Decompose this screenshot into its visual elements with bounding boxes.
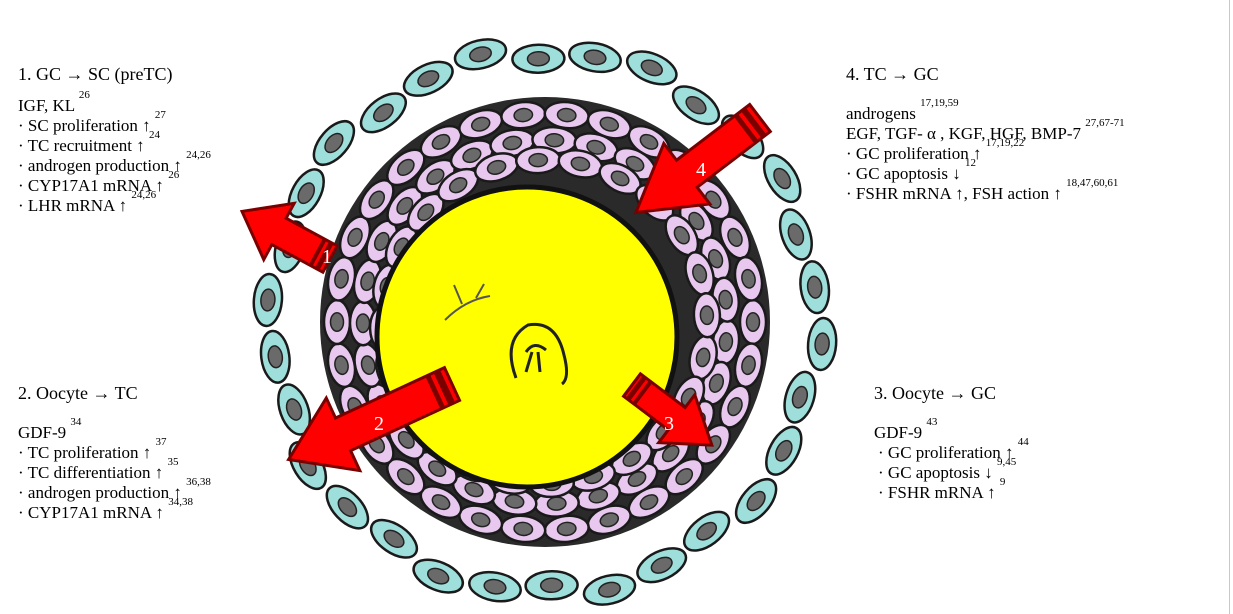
block-oocyte-to-gc: 3. Oocyte → GC GDF-9 43 · GC proliferati… — [874, 383, 1029, 503]
theca-cell — [757, 149, 808, 208]
theca-cell — [409, 553, 468, 599]
block-line: · TC recruitment ↑ 24 — [18, 136, 211, 156]
block-line: · LHR mRNA ↑ 24,26 — [18, 196, 211, 216]
block-heading: 2. Oocyte → TC — [18, 383, 211, 403]
block-line: GDF-9 34 — [18, 423, 211, 443]
block-heading: 4. TC → GC — [846, 64, 1125, 84]
block-line: · FSHR mRNA ↑, FSH action ↑ 18,47,60,61 — [846, 184, 1125, 204]
theca-cell — [759, 421, 808, 480]
granulosa-cell — [693, 293, 721, 338]
theca-cell — [467, 568, 523, 605]
block-line: · CYP17A1 mRNA ↑ 34,38 — [18, 503, 211, 523]
granulosa-cell — [740, 300, 766, 344]
block-line: · SC proliferation ↑ 27 — [18, 116, 211, 136]
granulosa-cell — [324, 300, 350, 344]
block-line: · androgen production ↑ 24,26 — [18, 156, 211, 176]
theca-cell — [399, 55, 458, 103]
theca-cell — [319, 479, 375, 536]
page-border — [1229, 0, 1230, 614]
theca-cell — [452, 35, 509, 74]
block-line: IGF, KL 26 — [18, 96, 211, 116]
block-line: · TC proliferation ↑ 37 — [18, 443, 211, 463]
theca-cell — [525, 571, 578, 600]
theca-cell — [677, 504, 735, 558]
arrow-3-label: 3 — [664, 413, 674, 435]
block-line: · FSHR mRNA ↑ 9 — [874, 483, 1029, 503]
follicle-diagram: 1 2 3 4 — [240, 0, 860, 614]
theca-cell — [365, 513, 424, 566]
block-line: · GC apoptosis ↓ 9,45 — [874, 463, 1029, 483]
theca-cell — [632, 541, 691, 589]
theca-cell — [779, 368, 821, 426]
block-oocyte-to-tc: 2. Oocyte → TC GDF-9 34 · TC proliferati… — [18, 383, 211, 523]
theca-cell — [354, 86, 412, 140]
block-heading: 3. Oocyte → GC — [874, 383, 1029, 403]
theca-cell — [729, 472, 784, 530]
oocyte — [377, 187, 677, 487]
block-line: · GC proliferation ↑ 17,19,22 — [846, 144, 1125, 164]
theca-cell — [797, 260, 831, 315]
theca-cell — [774, 205, 818, 263]
theca-cell — [581, 570, 638, 609]
arrow-1-label: 1 — [322, 246, 332, 268]
theca-cell — [512, 44, 565, 73]
arrow-4-label: 4 — [696, 159, 706, 181]
theca-cell — [258, 329, 292, 384]
block-tc-to-gc: 4. TC → GC androgens 17,19,59 EGF, TGF- … — [846, 64, 1125, 204]
granulosa-cell — [516, 146, 561, 174]
theca-cell — [667, 79, 726, 132]
block-line: GDF-9 43 — [874, 423, 1029, 443]
theca-cell — [306, 114, 361, 172]
block-heading: 1. GC → SC (preTC) — [18, 64, 211, 84]
arrow-2-label: 2 — [374, 413, 384, 435]
block-line: · CYP17A1 mRNA ↑ 26 — [18, 176, 211, 196]
block-gc-to-sc: 1. GC → SC (preTC) IGF, KL 26 · SC proli… — [18, 64, 211, 216]
theca-cell — [252, 273, 284, 327]
block-line: androgens 17,19,59 — [846, 104, 1125, 124]
theca-cell — [567, 39, 623, 76]
theca-cell — [806, 317, 838, 371]
theca-cell — [622, 45, 681, 91]
block-line: · TC differentiation ↑ 35 — [18, 463, 211, 483]
